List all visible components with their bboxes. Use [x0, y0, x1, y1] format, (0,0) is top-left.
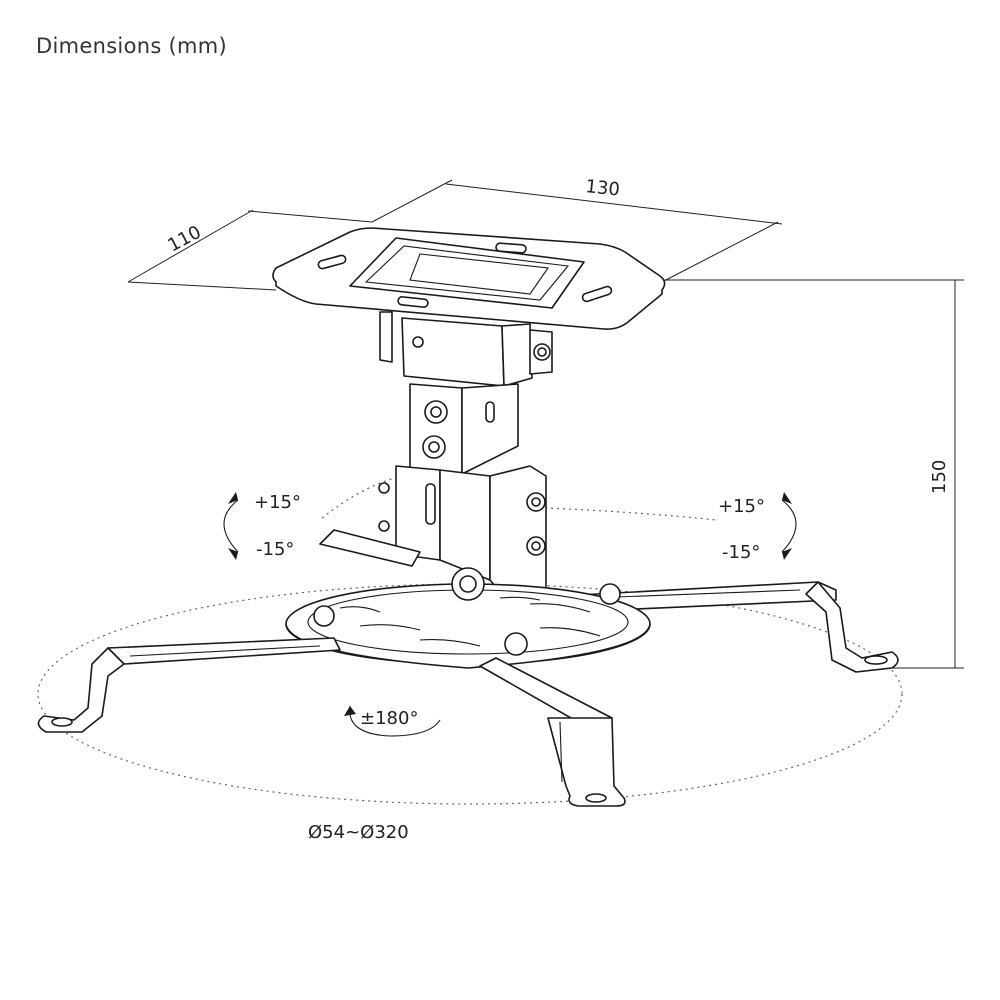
- tilt-right-down-label: -15°: [722, 542, 760, 563]
- tilt-path-right: [544, 507, 717, 521]
- tilt-arrow-left-icon: [223, 492, 239, 560]
- tilt-right-up-label: +15°: [718, 496, 765, 517]
- diagram-title: Dimensions (mm): [36, 34, 228, 58]
- diameter-label: Ø54~Ø320: [308, 822, 409, 843]
- base-plate: [285, 567, 651, 669]
- extension-tube: [409, 383, 519, 475]
- ceiling-plate: [272, 227, 666, 330]
- tilt-left-down-label: -15°: [256, 539, 294, 560]
- mount-arms-front: [37, 637, 626, 807]
- rotation-label: ±180°: [360, 708, 418, 729]
- tilt-arrow-right-icon: [781, 492, 797, 560]
- rotation-arrow-icon: [344, 705, 441, 737]
- upper-bracket: [379, 311, 553, 387]
- tilt-left-up-label: +15°: [254, 492, 301, 513]
- width-label: 130: [584, 176, 620, 200]
- depth-label: 110: [164, 222, 204, 257]
- height-label: 150: [929, 460, 950, 494]
- tilt-joint: [378, 465, 547, 605]
